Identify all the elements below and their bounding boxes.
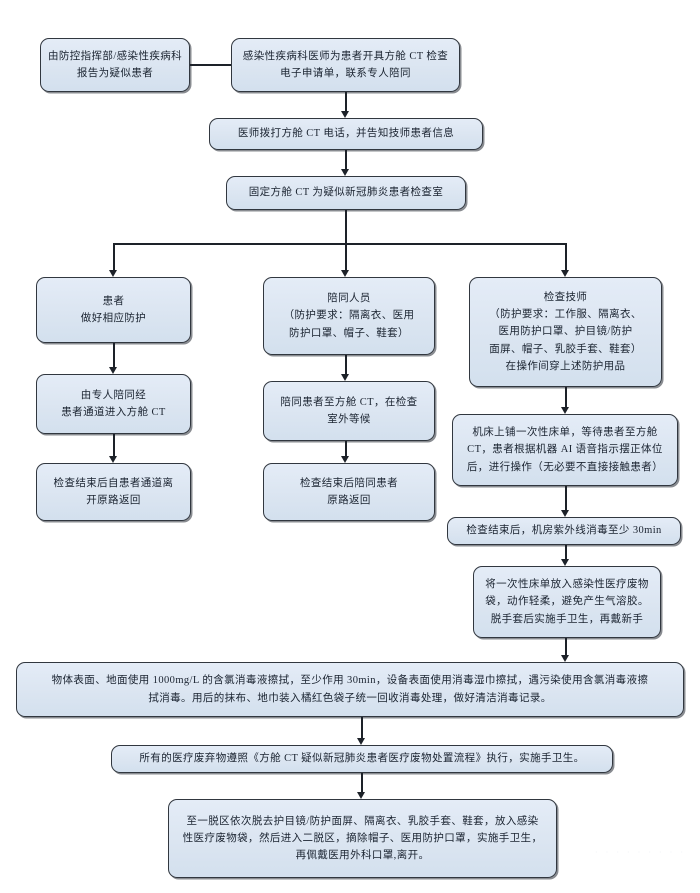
node-doffing: 至一脱区依次脱去护目镜/防护面屏、隔离衣、乳胶手套、鞋套，放入感染 性医疗废物袋…: [168, 799, 557, 878]
node-line: 检查结束后，机房紫外线消毒至少 30min: [466, 525, 662, 537]
node-escort-staff: 陪同人员 （防护要求：隔离衣、医用 防护口罩、帽子、鞋套）: [263, 277, 435, 355]
connector-surface-to-waste: [361, 717, 363, 738]
node-line: 拭消毒。用后的抹布、地巾装入橘红色袋子统一回收消毒处理，做好清洁消毒记录。: [148, 692, 552, 704]
connector-bus-to-escort: [345, 243, 347, 270]
node-line: 检查结束后陪同患者: [299, 477, 399, 489]
node-line: 陪同患者至方舱 CT，在检查: [280, 396, 418, 408]
arrowhead: [561, 559, 569, 566]
arrowhead: [561, 510, 569, 517]
node-line: 至一脱区依次脱去护目镜/防护面屏、隔离衣、乳胶手套、鞋套，放入感染: [186, 815, 539, 827]
node-line: 医用防护口罩、护目镜/防护: [498, 326, 633, 338]
node-line: 开原路返回: [86, 495, 141, 506]
connector-report-to-order: [190, 64, 231, 66]
node-line: 电子申请单，联系专人陪同: [280, 68, 411, 79]
node-line: 患者通道进入方舱 CT: [61, 407, 166, 418]
node-call: 医师拨打方舱 CT 电话，并告知技师患者信息: [209, 118, 483, 150]
connector-order-to-call: [345, 92, 347, 111]
arrowhead: [561, 655, 569, 662]
node-line: 再佩戴医用外科口罩,离开。: [295, 850, 430, 862]
node-line: （防护要求：隔离衣、医用: [283, 310, 415, 322]
connector-call-to-room: [345, 150, 347, 169]
arrowhead: [341, 111, 349, 118]
node-line: 原路返回: [327, 495, 371, 506]
connector-bus-to-technician: [565, 243, 567, 270]
node-waste-process: 所有的医疗废弃物遵照《方舱 CT 疑似新冠肺炎患者医疗废物处置流程》执行，实施手…: [111, 745, 613, 773]
node-line: 机床上铺一次性床单，等待患者至方舱: [472, 427, 658, 439]
node-patient: 患者 做好相应防护: [36, 277, 191, 343]
connector-uv-to-sheet: [565, 545, 567, 559]
connector-patient-to-escort: [113, 343, 115, 367]
node-escort-return: 检查结束后陪同患者 原路返回: [263, 463, 435, 521]
node-surface-disinfect: 物体表面、地面使用 1000mg/L 的含氯消毒液擦拭，至少作用 30min，设…: [16, 662, 684, 717]
node-line: 检查技师: [543, 291, 588, 303]
node-line: 由专人陪同经: [80, 389, 147, 401]
connector-technician-to-operation: [565, 387, 567, 407]
node-line: 将一次性床单放入感染性医疗废物: [485, 579, 649, 591]
connector-waste-to-doffing: [361, 773, 363, 792]
connector-staff-to-wait: [345, 355, 347, 374]
arrowhead: [109, 270, 117, 277]
node-line: 做好相应防护: [80, 313, 147, 324]
node-line: 所有的医疗废弃物遵照《方舱 CT 疑似新冠肺炎患者医疗废物处置流程》执行，实施手…: [139, 753, 585, 765]
node-line: 袋，动作轻柔，避免产生气溶胶。: [485, 596, 649, 608]
arrowhead: [341, 270, 349, 277]
node-line: 性医疗废物袋，然后进入二脱区，摘除帽子、医用防护口罩，实施手卫生，: [182, 832, 543, 844]
node-order: 感染性疾病科医师为患者开具方舱 CT 检查 电子申请单，联系专人陪同: [231, 38, 460, 92]
arrowhead: [561, 270, 569, 277]
arrowhead: [341, 456, 349, 463]
node-patient-escort: 由专人陪同经 患者通道进入方舱 CT: [36, 374, 191, 434]
connector-room-to-bus: [345, 210, 347, 244]
node-line: 室外等候: [327, 414, 371, 425]
node-sheet-disposal: 将一次性床单放入感染性医疗废物 袋，动作轻柔，避免产生气溶胶。 脱手套后实施手卫…: [473, 566, 661, 638]
node-line: 患者: [102, 295, 125, 307]
node-technician: 检查技师 （防护要求：工作服、隔离衣、 医用防护口罩、护目镜/防护 面屏、帽子、…: [469, 277, 662, 387]
node-line: 物体表面、地面使用 1000mg/L 的含氯消毒液擦拭，至少作用 30min，设…: [51, 675, 649, 687]
node-line: CT，患者根据机器 AI 语音指示摆正体位: [467, 444, 663, 456]
node-line: 由防控指挥部/感染性疾病科: [47, 50, 183, 62]
node-line: 脱手套后实施手卫生，再戴新手: [490, 613, 644, 625]
connector-operation-to-uv: [565, 486, 567, 510]
arrowhead: [561, 407, 569, 414]
watermark: · · · · · · · · ·: [595, 848, 686, 857]
node-line: 面屏、帽子、乳胶手套、鞋套）: [489, 343, 642, 355]
node-line: （防护要求：工作服、隔离衣、: [489, 309, 642, 321]
connector-split-bus: [113, 243, 566, 245]
arrowhead: [357, 792, 365, 799]
node-line: 检查结束后自患者通道离: [53, 477, 174, 489]
node-line: 医师拨打方舱 CT 电话，并告知技师患者信息: [237, 128, 455, 140]
node-line: 在操作间穿上述防护用品: [505, 360, 626, 372]
arrowhead: [357, 738, 365, 745]
arrowhead: [109, 456, 117, 463]
node-line: 防护口罩、帽子、鞋套）: [289, 327, 409, 339]
node-patient-return: 检查结束后自患者通道离 开原路返回: [36, 463, 191, 521]
connector-sheet-to-surface: [565, 638, 567, 655]
node-fixed-room: 固定方舱 CT 为疑似新冠肺炎患者检查室: [226, 176, 466, 210]
node-uv-disinfect: 检查结束后，机房紫外线消毒至少 30min: [447, 517, 681, 545]
node-line: 感染性疾病科医师为患者开具方舱 CT 检查: [242, 50, 449, 62]
node-line: 后，进行操作（无必要不直接接触患者）: [466, 461, 664, 473]
node-escort-wait: 陪同患者至方舱 CT，在检查 室外等候: [263, 381, 435, 441]
connector-wait-to-return: [345, 441, 347, 456]
connector-escort-to-return: [113, 434, 115, 456]
node-report: 由防控指挥部/感染性疾病科 报告为疑似患者: [40, 38, 190, 92]
node-line: 陪同人员: [327, 293, 371, 305]
arrowhead: [341, 374, 349, 381]
node-operation: 机床上铺一次性床单，等待患者至方舱 CT，患者根据机器 AI 语音指示摆正体位 …: [452, 414, 678, 486]
node-line: 报告为疑似患者: [76, 68, 154, 79]
arrowhead: [109, 367, 117, 374]
node-line: 固定方舱 CT 为疑似新冠肺炎患者检查室: [248, 187, 444, 199]
connector-bus-to-patient: [113, 243, 115, 270]
arrowhead: [341, 169, 349, 176]
